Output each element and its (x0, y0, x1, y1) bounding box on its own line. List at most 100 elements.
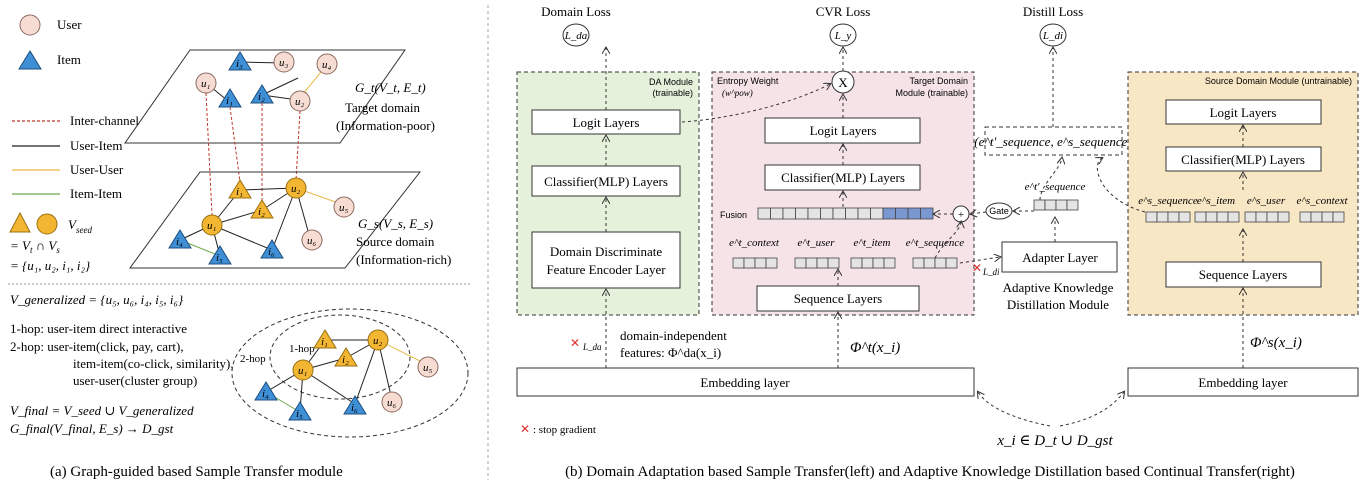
legend-user: User (57, 17, 82, 32)
vector-cell (1145, 211, 1158, 223)
da-encoder-label-1: Domain Discriminate (550, 244, 663, 259)
source-classifier-label: Classifier(MLP) Layers (1181, 152, 1305, 167)
seed-item-icon (9, 211, 31, 233)
hop2-text-1: 2-hop: user-item(click, pay, cart), (10, 339, 184, 354)
vector-cell (743, 257, 756, 269)
vector-cell (857, 207, 871, 220)
e-context-source-vector (1299, 211, 1345, 223)
generalization-text: V_generalized = {u₅, u₆, i₄, i₅, i₆} 1-h… (10, 292, 234, 436)
legend-item-item: Item-Item (70, 186, 122, 201)
adapter-area: (e^t′_sequence, e^s_sequence) e^t′_seque… (959, 48, 1132, 312)
vector-cell (1055, 199, 1068, 211)
distill-loss-title: Distill Loss (1023, 4, 1083, 19)
vector-cell (1299, 211, 1312, 223)
target-plane (124, 49, 406, 144)
target-logit-label: Logit Layers (810, 123, 877, 138)
node-i1-source-label: i₁ (236, 186, 243, 198)
legend-user-item: User-Item (70, 138, 122, 153)
phi-s-label: Φ^s(x_i) (1250, 335, 1302, 351)
stop-gradient-legend: : stop gradient (533, 424, 596, 436)
target-graph-label: G_t(V_t, E_t) (355, 80, 426, 95)
node-u6-source (301, 229, 323, 251)
v-generalized: V_generalized = {u₅, u₆, i₄, i₅, i₆} (10, 292, 184, 307)
node-i1-target-label: i₁ (226, 95, 233, 107)
node-i1-source (228, 179, 252, 199)
da-encoder-label-2: Feature Encoder Layer (546, 262, 666, 277)
source-module-title: Source Domain Module (untrainable) (1205, 76, 1352, 86)
vector-cell (807, 207, 821, 220)
legend-v-seed: Vseed (68, 217, 92, 235)
vector-cell (850, 257, 863, 269)
embedding-section: Embedding layer Embedding layer ✕ L_da d… (516, 289, 1359, 449)
stop-gradient-legend-icon: ✕ (520, 422, 530, 436)
legend-seed-eq1: = Vt ∩ Vs (10, 238, 60, 255)
caption-a: (a) Graph-guided based Sample Transfer m… (50, 464, 343, 480)
source-plane (129, 171, 422, 269)
hop-inner-label: 1-hop (289, 343, 315, 355)
node-u2-source-label: u₂ (291, 183, 301, 195)
domain-independent-1: domain-independent (620, 328, 727, 343)
legend-user-user: User-User (70, 162, 124, 177)
vector-cell (820, 207, 834, 220)
phi-t-label: Φ^t(x_i) (850, 340, 900, 356)
adapter-layer (1001, 241, 1118, 273)
e-user-source: e^s_user (1247, 195, 1286, 207)
source-module: Source Domain Module (untrainable) Logit… (1097, 71, 1359, 316)
vector-cell (883, 257, 896, 269)
target-module-title: Target Domain (909, 76, 968, 86)
vector-cell (1156, 211, 1169, 223)
vector-cell (845, 207, 859, 220)
vector-cell (757, 207, 771, 220)
domain-independent-2: features: Φ^da(x_i) (620, 345, 721, 360)
e-context-target: e^t_context (729, 237, 780, 249)
gate-label: Gate (989, 206, 1009, 216)
stop-gradient-lda: ✕ (570, 336, 580, 350)
embedding-layer-right (1127, 367, 1359, 397)
vector-cell (882, 207, 896, 220)
vector-cell (765, 257, 778, 269)
vector-cell (732, 257, 745, 269)
node-i3-target-label: i₃ (236, 58, 243, 70)
e-item-target: e^t_item (853, 237, 890, 249)
embedding-right-label: Embedding layer (1198, 375, 1288, 390)
da-logit-label: Logit Layers (573, 115, 640, 130)
source-logit-label: Logit Layers (1210, 105, 1277, 120)
target-domain-subtitle: (Information-poor) (336, 118, 435, 133)
hop1-ellipse (269, 314, 411, 400)
source-graph-label: G_s(V_s, E_s) (358, 216, 433, 231)
node-u2-source (285, 177, 307, 199)
target-sequence-label: Sequence Layers (794, 291, 882, 306)
fusion-vector (757, 207, 934, 220)
source-domain-subtitle: (Information-rich) (356, 252, 451, 267)
da-module-title: DA Module (649, 77, 693, 87)
adapter-title-1: Adaptive Knowledge (1003, 280, 1114, 295)
vector-cell (907, 207, 921, 220)
e-sequence-target-vector (912, 257, 958, 269)
domain-loss-node (562, 23, 590, 47)
node-i6-source (260, 239, 284, 259)
target-domain-title: Target domain (345, 100, 421, 115)
legend-seed-eq2: = {u₁, u₂, i₁, i₂} (10, 258, 91, 273)
vector-cell (1167, 211, 1180, 223)
target-module-subtitle: Module (trainable) (895, 88, 968, 98)
da-encoder-layer (531, 231, 681, 289)
node-i5-source-label: i₅ (216, 252, 223, 264)
source-domain-title: Source domain (356, 234, 435, 249)
multiply-symbol: X (838, 75, 848, 90)
vector-cell (923, 257, 936, 269)
cvr-loss-title: CVR Loss (816, 4, 871, 19)
node-i2-source (250, 199, 274, 219)
stop-gradient-ldi: ✕ (972, 261, 982, 275)
cvr-loss-symbol: L_y (834, 30, 852, 42)
vector-cell (872, 257, 885, 269)
target-classifier-layers (764, 164, 921, 191)
v-final: V_final = V_seed ∪ V_generalized (10, 403, 194, 418)
da-classifier-label: Classifier(MLP) Layers (544, 174, 668, 189)
vector-cell (920, 207, 934, 220)
domain-loss-symbol: L_da (564, 30, 588, 42)
vector-cell (794, 257, 807, 269)
source-sequence-label: Sequence Layers (1199, 267, 1287, 282)
vector-cell (861, 257, 874, 269)
user-legend-icon (19, 14, 41, 36)
